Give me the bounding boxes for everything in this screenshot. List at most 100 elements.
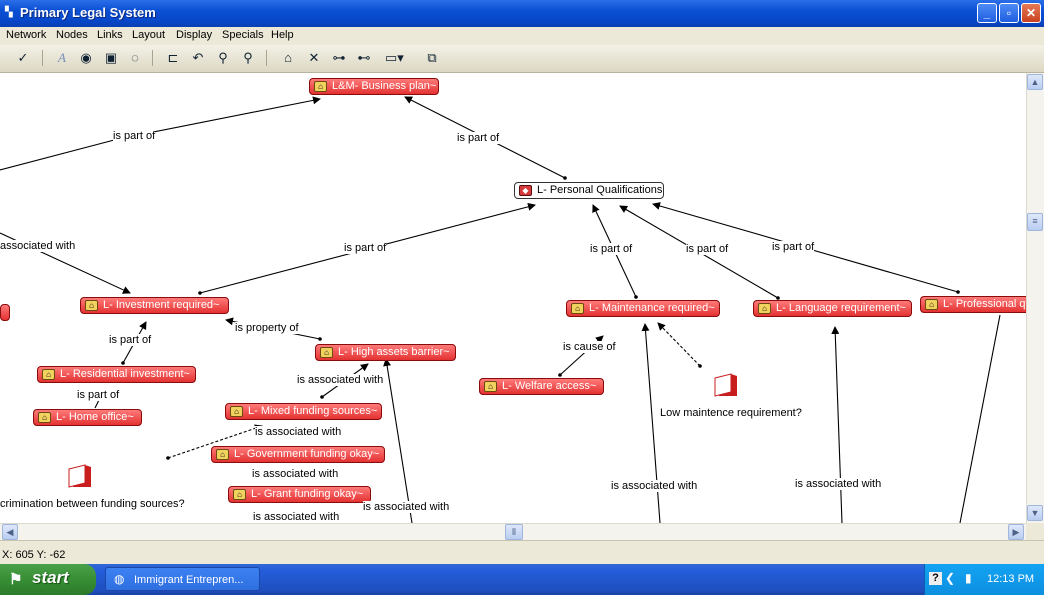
start-button[interactable]: ⚑ start [0, 564, 96, 595]
vertical-scrollbar[interactable]: ▲ ≡ ▼ [1026, 73, 1044, 523]
edge-label: is associated with [255, 426, 342, 438]
delete-icon[interactable]: ✕ [308, 50, 320, 65]
node-house-icon: ⌂ [42, 369, 55, 380]
node-investment-required[interactable]: ⌂L- Investment required~ [80, 297, 229, 314]
status-bar: X: 605 Y: -62 [0, 540, 1044, 565]
node-welfare-access[interactable]: ⌂L- Welfare access~ [479, 378, 604, 395]
node-government-funding[interactable]: ⌂L- Government funding okay~ [211, 446, 385, 463]
scroll-corner [1026, 523, 1044, 540]
edge-dashed-discrimination [167, 424, 263, 459]
node-house-icon: ⌂ [925, 299, 938, 310]
browser-icon: ◍ [114, 572, 125, 586]
scroll-right-icon[interactable]: ▶ [1008, 524, 1024, 540]
toolbar-separator [152, 50, 153, 66]
node-business-plan[interactable]: ⌂L&M- Business plan~ [309, 78, 439, 95]
edge-label: is part of [77, 389, 120, 401]
edge-label: is part of [686, 243, 729, 255]
edge-label: is cause of [563, 341, 616, 353]
vertical-scroll-thumb[interactable]: ≡ [1027, 213, 1043, 231]
edge-label: is associated with [297, 374, 384, 386]
node-offscreen-left[interactable] [0, 304, 10, 321]
menu-links[interactable]: Links [97, 29, 123, 41]
italic-a-icon[interactable]: A [58, 50, 66, 65]
node-mixed-funding[interactable]: ⌂L- Mixed funding sources~ [225, 403, 382, 420]
node-house-icon: ⌂ [320, 347, 333, 358]
edge-dashed-low-maint [657, 322, 701, 367]
check-icon[interactable]: ✓ [17, 50, 29, 65]
help-icon[interactable]: ? [929, 572, 942, 585]
maximize-button[interactable]: ▫ [999, 3, 1019, 23]
edge-dot [558, 373, 562, 377]
edge-label: is part of [344, 242, 387, 254]
node-grant-funding[interactable]: ⌂L- Grant funding okay~ [228, 486, 371, 503]
zoom-in-icon[interactable]: ⚲ [243, 50, 253, 65]
menu-nodes[interactable]: Nodes [56, 29, 88, 41]
node-language-requirement[interactable]: ⌂L- Language requirement~ [753, 300, 912, 317]
tray-network-icon[interactable]: ▮ [965, 571, 972, 585]
menu-network[interactable]: Network [6, 29, 47, 41]
lasso-icon[interactable]: ◌ [131, 50, 139, 65]
scroll-down-icon[interactable]: ▼ [1027, 505, 1043, 521]
edge-dot [320, 395, 324, 399]
undo-icon[interactable]: ↶ [192, 50, 204, 65]
edge-bottom-to-maint [641, 323, 661, 523]
node-personal-qualifications[interactable]: ◆L- Personal Qualifications [514, 182, 664, 199]
node-residential-investment[interactable]: ⌂L- Residential investment~ [37, 366, 196, 383]
node-professional[interactable]: ⌂L- Professional qu [920, 296, 1026, 313]
minimize-button[interactable]: _ [977, 3, 997, 23]
edge-label: is associated with [253, 511, 340, 523]
menu-layout[interactable]: Layout [132, 29, 166, 41]
node-house-icon: ⌂ [233, 489, 246, 500]
edge-dot [698, 364, 702, 368]
edge-left-part-of [0, 138, 119, 171]
color-wheel-icon[interactable]: ◉ [80, 50, 92, 65]
node-house-icon: ⌂ [38, 412, 51, 423]
edge-label: is part of [109, 334, 152, 346]
title-bar: ▚ Primary Legal System _ ▫ ✕ [0, 0, 1044, 27]
network-canvas[interactable]: ⌂L&M- Business plan~ ◆L- Personal Qualif… [0, 73, 1026, 523]
copy-window-icon[interactable]: ⧉ [427, 50, 437, 65]
note-icon[interactable] [67, 463, 93, 489]
clock: 12:13 PM [987, 573, 1035, 585]
display-icon[interactable]: ▭▾ [385, 50, 404, 65]
zoom-out-icon[interactable]: ⚲ [218, 50, 228, 65]
edge-bottom-to-prof [959, 314, 1001, 523]
node-maintenance-required[interactable]: ⌂L- Maintenance required~ [566, 300, 720, 317]
horizontal-scrollbar[interactable]: ◀ ⦀ ▶ [0, 523, 1026, 540]
scroll-left-icon[interactable]: ◀ [2, 524, 18, 540]
system-tray: ? ❮ ▮ 12:13 PM [924, 564, 1044, 595]
tray-arrow-icon[interactable]: ❮ [945, 571, 956, 585]
edge-label: is associated with [795, 478, 882, 490]
taskbar: ⚑ start ◍ Immigrant Entrepren... ? ❮ ▮ 1… [0, 564, 1044, 595]
toolbar-separator [42, 50, 43, 66]
node-high-assets-barrier[interactable]: ⌂L- High assets barrier~ [315, 344, 456, 361]
note-discrimination[interactable]: crimination between funding sources? [0, 498, 185, 510]
edge-dot [198, 291, 202, 295]
link-icon[interactable]: ⊶ [332, 50, 346, 65]
edge-label: is associated with [611, 480, 698, 492]
edge-label: is part of [590, 243, 633, 255]
menu-specials[interactable]: Specials [222, 29, 264, 41]
edge-bottom-to-lang [831, 326, 843, 523]
node-house-icon: ⌂ [484, 381, 497, 392]
note-icon[interactable] [713, 372, 739, 398]
node-home-office[interactable]: ⌂L- Home office~ [33, 409, 142, 426]
edge-label: associated with [0, 240, 76, 252]
edge-label: is associated with [363, 501, 450, 513]
image-icon[interactable]: ▣ [104, 50, 118, 65]
note-low-maintenance[interactable]: Low maintence requirement? [660, 407, 802, 419]
menu-display[interactable]: Display [176, 29, 213, 41]
node-house-icon: ⌂ [758, 303, 771, 314]
taskbar-item-browser[interactable]: ◍ Immigrant Entrepren... [105, 567, 260, 591]
scroll-up-icon[interactable]: ▲ [1027, 74, 1043, 90]
edge-dot [776, 296, 780, 300]
horizontal-scroll-thumb[interactable]: ⦀ [505, 524, 523, 540]
new-node-icon[interactable]: ⌂ [284, 50, 292, 65]
menu-help[interactable]: Help [271, 29, 294, 41]
close-button[interactable]: ✕ [1021, 3, 1041, 23]
unlink-icon[interactable]: ⊷ [357, 50, 371, 65]
node-house-icon: ⌂ [216, 449, 229, 460]
edge-dot [634, 295, 638, 299]
layout-tree-icon[interactable]: ⊏ [167, 50, 179, 65]
edge-bottom-to-high [383, 358, 413, 523]
